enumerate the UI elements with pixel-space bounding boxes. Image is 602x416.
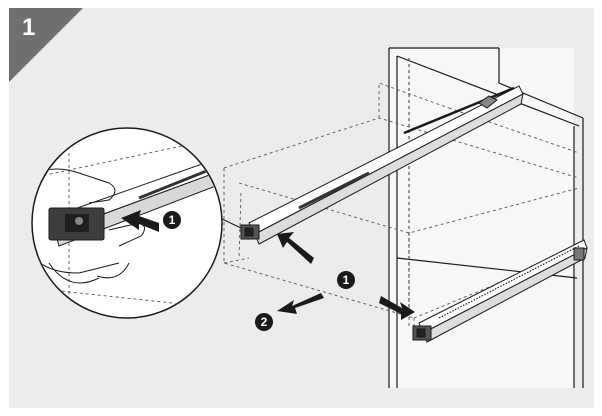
push-arrows (277, 232, 415, 320)
svg-text:1: 1 (169, 213, 176, 227)
step-badge-shape (9, 8, 83, 82)
callout-detail-release: 1 (163, 211, 181, 229)
pull-out-arrow (277, 293, 324, 314)
push-arrow-lower (379, 296, 415, 320)
detail-magnifier (31, 127, 242, 319)
drawer-box (223, 82, 585, 339)
step-number: 1 (22, 14, 36, 41)
drawer-removal-illustration: 1 1 2 (31, 47, 588, 388)
push-arrow-upper (277, 232, 314, 264)
step-badge: 1 (9, 8, 85, 84)
svg-text:1: 1 (343, 273, 350, 287)
callout-main-release: 1 (337, 271, 355, 289)
instruction-panel: 1 1 2 1 (9, 8, 594, 408)
lower-slide-runner (412, 239, 588, 343)
svg-text:2: 2 (261, 315, 268, 329)
callout-pull-out: 2 (255, 313, 273, 331)
upper-slide-runner (240, 85, 524, 245)
